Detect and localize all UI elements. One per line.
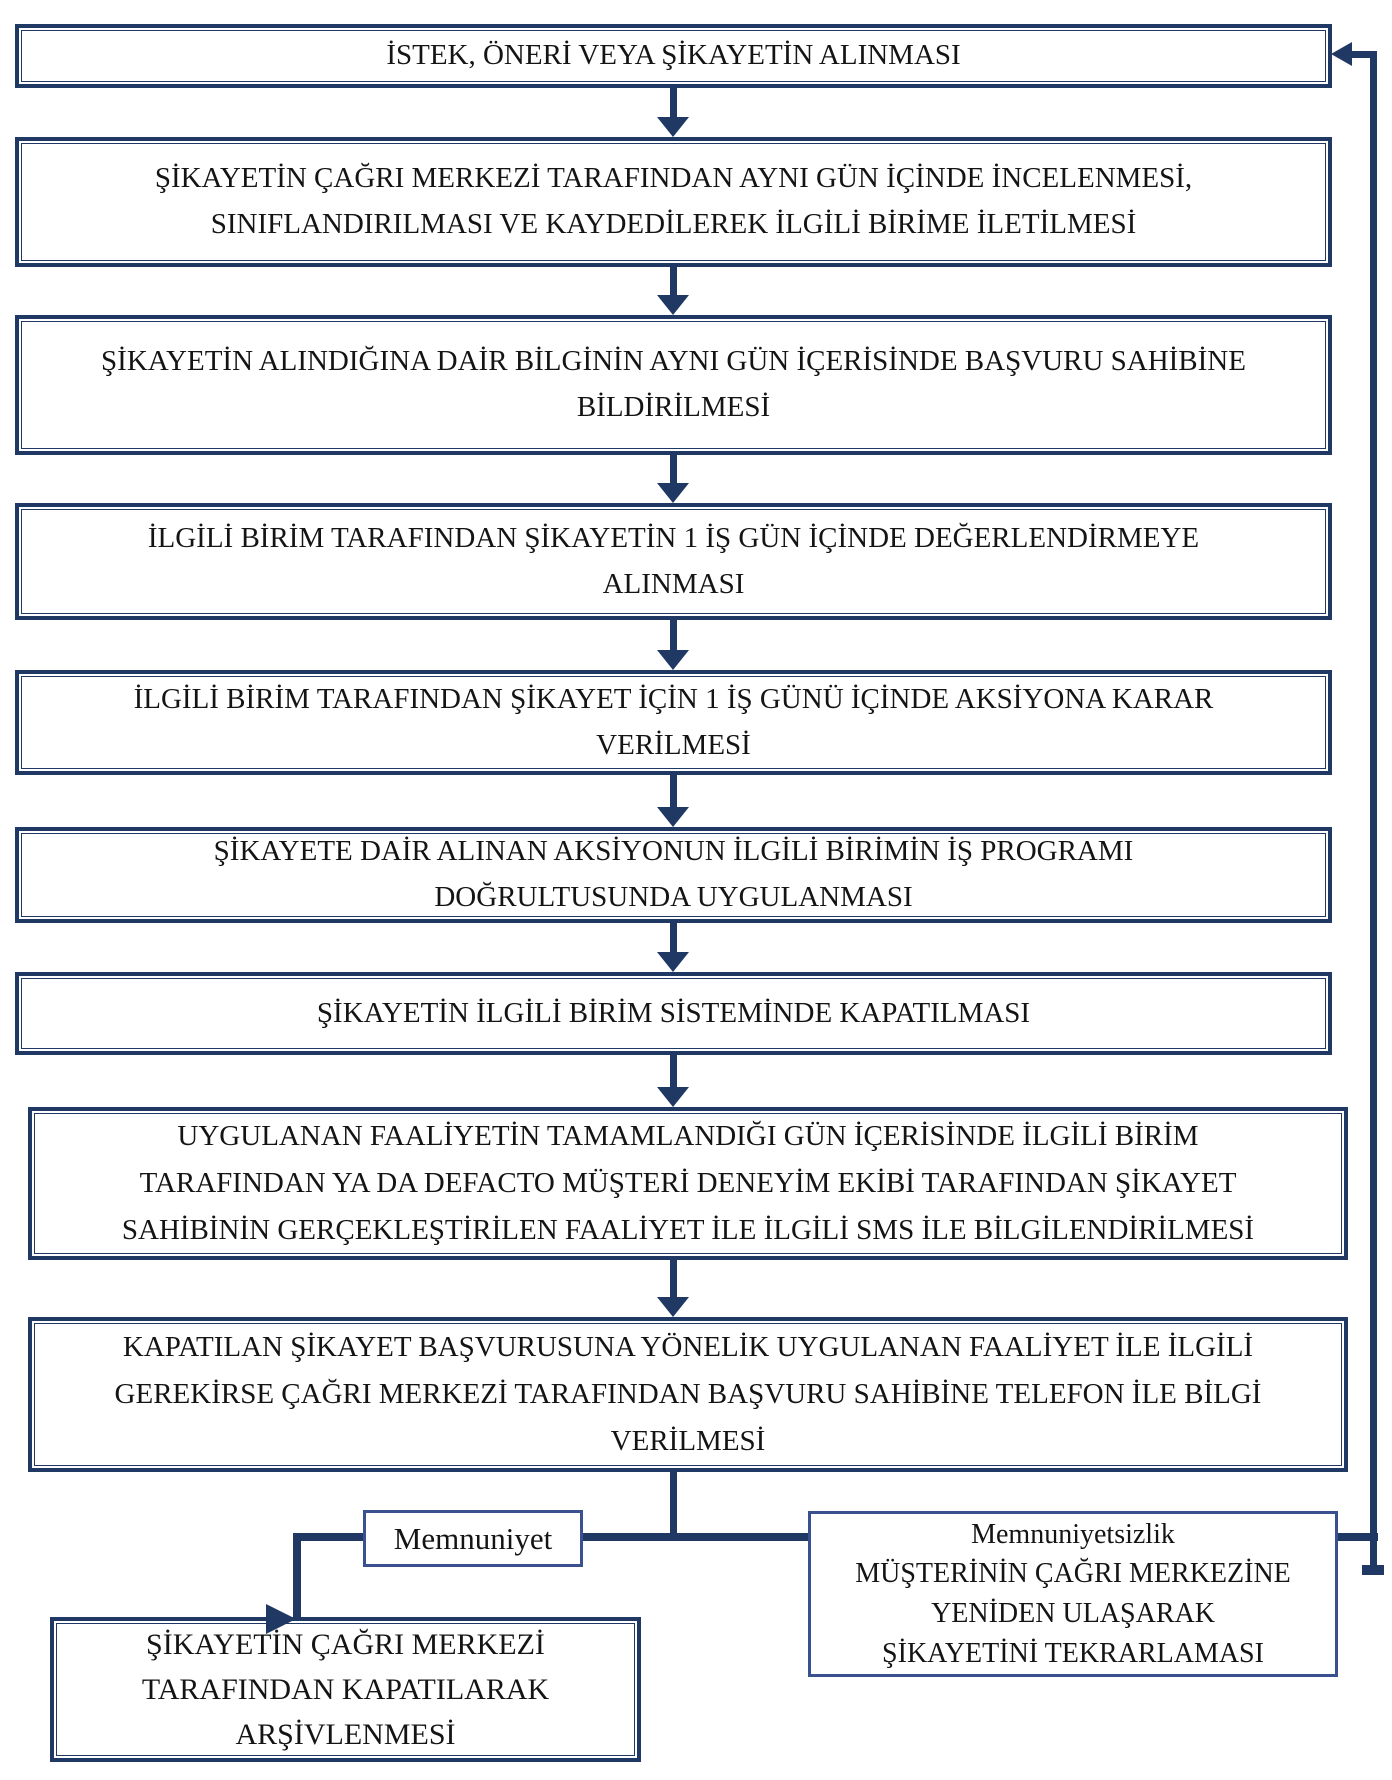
down-arrowhead-icon xyxy=(657,807,689,827)
flow-box-text: ŞİKAYETİN ALINDIĞINA DAİR BİLGİNİN AYNI … xyxy=(101,345,1246,378)
feedback-vertical-line xyxy=(1370,51,1377,1575)
flow-box-text: VERİLMESİ xyxy=(596,728,751,761)
flow-box-text: ALINMASI xyxy=(602,567,745,600)
flow-box-notify-applicant: ŞİKAYETİN ALINDIĞINA DAİR BİLGİNİN AYNI … xyxy=(15,315,1332,455)
down-arrowhead-icon xyxy=(657,650,689,670)
flow-box-apply-action: ŞİKAYETE DAİR ALINAN AKSİYONUN İLGİLİ Bİ… xyxy=(15,827,1332,923)
dissatisfaction-text: YENİDEN ULAŞARAK xyxy=(931,1598,1215,1629)
connector-line xyxy=(670,921,677,952)
flow-box-text: KAPATILAN ŞİKAYET BAŞVURUSUNA YÖNELİK UY… xyxy=(122,1331,1254,1364)
flow-box-text: ŞİKAYETE DAİR ALINAN AKSİYONUN İLGİLİ Bİ… xyxy=(213,835,1134,868)
flow-box-text: İLGİLİ BİRİM TARAFINDAN ŞİKAYETİN 1 İŞ G… xyxy=(147,521,1200,554)
down-arrowhead-icon xyxy=(657,1087,689,1107)
connector-line xyxy=(670,453,677,483)
flow-box-text: SINIFLANDIRILMASI VE KAYDEDİLEREK İLGİLİ… xyxy=(210,208,1137,240)
flow-box-text: GEREKİRSE ÇAĞRI MERKEZİ TARAFINDAN BAŞVU… xyxy=(114,1378,1262,1411)
dissatisfaction-text: MÜŞTERİNİN ÇAĞRI MERKEZİNE xyxy=(855,1558,1291,1590)
flow-box-evaluation: İLGİLİ BİRİM TARAFINDAN ŞİKAYETİN 1 İŞ G… xyxy=(15,503,1332,620)
branch-down-left-line xyxy=(293,1533,301,1620)
archive-text: ŞİKAYETİN ÇAĞRI MERKEZİ xyxy=(146,1628,545,1661)
flow-box-review-classify: ŞİKAYETİN ÇAĞRI MERKEZİ TARAFINDAN AYNI … xyxy=(15,137,1332,267)
flow-box-archive: ŞİKAYETİN ÇAĞRI MERKEZİ TARAFINDAN KAPAT… xyxy=(50,1617,641,1762)
flow-box-text: ŞİKAYETİN İLGİLİ BİRİM SİSTEMİNDE KAPATI… xyxy=(316,996,1031,1029)
flow-box-text: İSTEK, ÖNERİ VEYA ŞİKAYETİN ALINMASI xyxy=(386,39,961,72)
dissatisfaction-text: Memnuniyetsizlik xyxy=(971,1518,1175,1550)
label-box-dissatisfaction: Memnuniyetsizlik MÜŞTERİNİN ÇAĞRI MERKEZ… xyxy=(808,1511,1338,1677)
flow-box-text: SAHİBİNİN GERÇEKLEŞTİRİLEN FAALİYET İLE … xyxy=(121,1213,1255,1246)
flow-box-action-decision: İLGİLİ BİRİM TARAFINDAN ŞİKAYET İÇİN 1 İ… xyxy=(15,670,1332,775)
down-arrowhead-icon xyxy=(657,483,689,503)
left-arrowhead-icon xyxy=(1331,42,1352,66)
flow-box-text: TARAFINDAN YA DA DEFACTO MÜŞTERİ DENEYİM… xyxy=(139,1167,1237,1200)
down-arrowhead-icon xyxy=(657,952,689,972)
flow-box-text: DOĞRULTUSUNDA UYGULANMASI xyxy=(434,881,913,913)
flow-box-text: BİLDİRİLMESİ xyxy=(576,391,771,423)
archive-text: ARŞİVLENMESİ xyxy=(235,1718,456,1751)
feedback-bottom-line xyxy=(1338,1533,1378,1541)
flow-box-close-in-system: ŞİKAYETİN İLGİLİ BİRİM SİSTEMİNDE KAPATI… xyxy=(15,972,1332,1055)
connector-line xyxy=(670,86,677,117)
connector-line xyxy=(670,1258,677,1297)
flow-box-phone-info: KAPATILAN ŞİKAYET BAŞVURUSUNA YÖNELİK UY… xyxy=(28,1317,1348,1472)
flow-box-sms-notification: UYGULANAN FAALİYETİN TAMAMLANDIĞI GÜN İÇ… xyxy=(28,1107,1348,1260)
feedback-top-line xyxy=(1351,51,1377,58)
connector-line xyxy=(670,773,677,807)
branch-stem-line xyxy=(670,1471,677,1541)
right-arrowhead-icon xyxy=(266,1604,296,1634)
connector-line xyxy=(670,1053,677,1087)
down-arrowhead-icon xyxy=(657,1297,689,1317)
flow-box-text: İLGİLİ BİRİM TARAFINDAN ŞİKAYET İÇİN 1 İ… xyxy=(133,682,1214,715)
archive-text: TARAFINDAN KAPATILARAK xyxy=(141,1673,550,1706)
connector-line xyxy=(670,618,677,650)
flow-box-receive-request: İSTEK, ÖNERİ VEYA ŞİKAYETİN ALINMASI xyxy=(15,24,1332,88)
down-arrowhead-icon xyxy=(657,117,689,137)
connector-line xyxy=(670,265,677,295)
satisfaction-label: Memnuniyet xyxy=(393,1520,553,1556)
flow-box-text: UYGULANAN FAALİYETİN TAMAMLANDIĞI GÜN İÇ… xyxy=(177,1120,1199,1153)
label-box-satisfaction: Memnuniyet xyxy=(363,1510,583,1567)
down-arrowhead-icon xyxy=(657,295,689,315)
feedback-line-endcap xyxy=(1362,1565,1384,1575)
flow-box-text: VERİLMESİ xyxy=(610,1424,766,1457)
dissatisfaction-text: ŞİKAYETİNİ TEKRARLAMASI xyxy=(882,1637,1264,1669)
flow-box-text: ŞİKAYETİN ÇAĞRI MERKEZİ TARAFINDAN AYNI … xyxy=(154,162,1193,195)
